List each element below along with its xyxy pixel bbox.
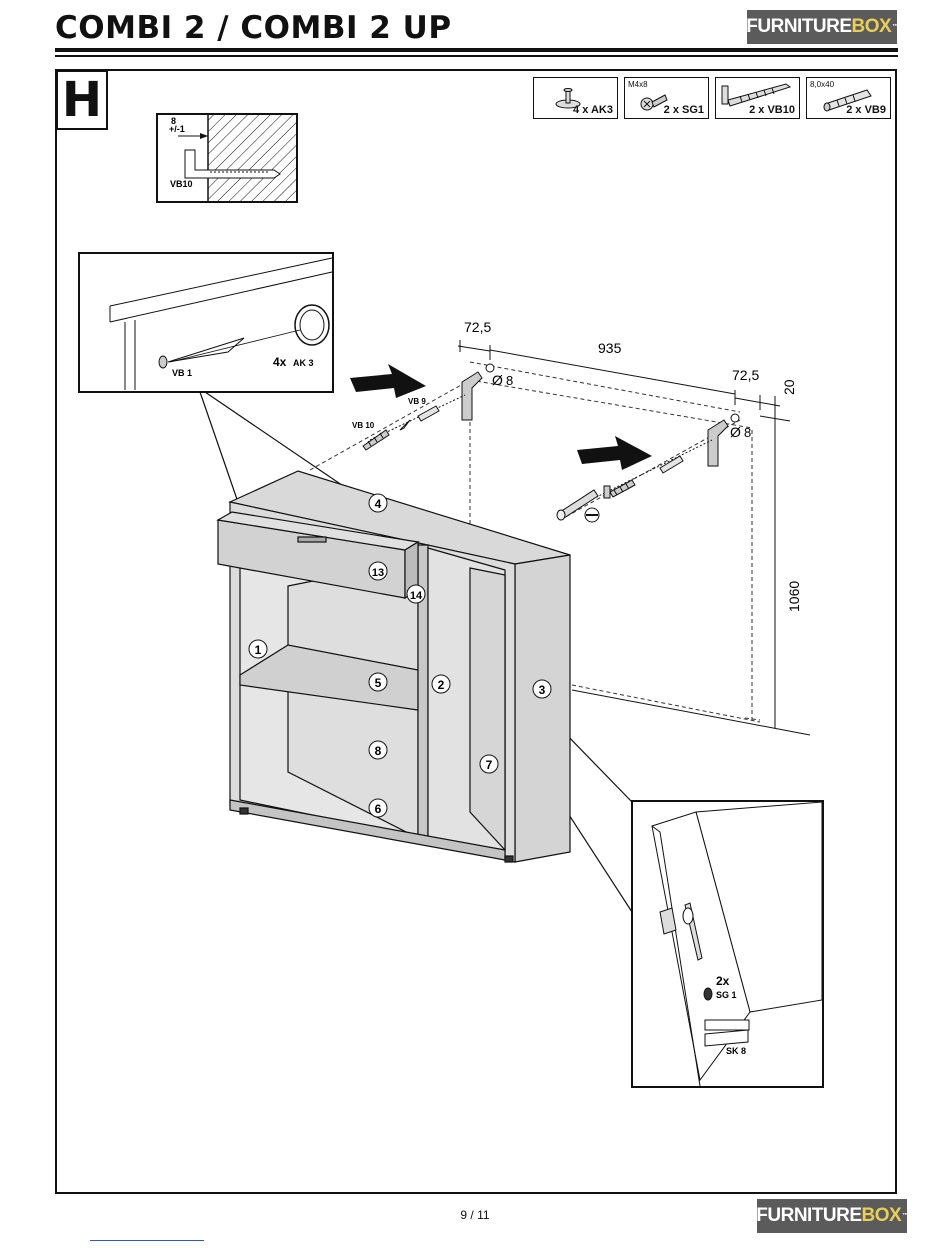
footer-link-underline[interactable]: [90, 1240, 204, 1241]
wall-tolerance: +/-1: [169, 124, 185, 134]
part-vb9-box: 8,0x40 2 x VB9: [806, 77, 891, 119]
hardware-chain-right: [556, 439, 713, 523]
vb9-label: VB 9: [408, 397, 426, 406]
header-rule: [55, 48, 898, 52]
connector-bolt-icon: [721, 83, 792, 107]
hole-right-diameter-symbol: Ø: [730, 424, 741, 440]
hole-left-diameter-symbol: Ø: [492, 372, 503, 388]
brand-name-part2: BOX: [861, 1205, 902, 1226]
vb10-label: VB 10: [352, 421, 375, 430]
part-vb10-box: 2 x VB10: [715, 77, 800, 119]
wall-detail: 8 +/-1 VB10: [156, 113, 298, 203]
part-quantity: 4 x AK3: [573, 104, 613, 116]
glide-count: 4x: [273, 355, 287, 369]
hole-marker-left: [485, 363, 495, 373]
trademark: ™: [892, 24, 898, 30]
floor-line: [571, 689, 811, 736]
panel-8-label: 8: [375, 744, 382, 758]
push-arrow-top: [350, 364, 426, 398]
wall-bracket-left: [461, 371, 483, 421]
part-dimension: 8,0x40: [810, 80, 835, 89]
dim-height: 1060: [786, 581, 802, 612]
hole-left-diameter: 8: [506, 373, 513, 388]
drawer-screw-count: 2x: [716, 974, 730, 988]
panel-3-label: 3: [539, 683, 546, 697]
brand-name-part1: FURNITURE: [746, 16, 852, 37]
panel-1-label: 1: [255, 643, 262, 657]
panel-labels: 1 2 3 4 5 6 7 8 13 14: [248, 493, 552, 818]
part-ak3-box: 4 x AK3: [533, 77, 618, 119]
dim-right-offset: 72,5: [732, 367, 759, 383]
panel-4-label: 4: [375, 497, 382, 511]
trademark: ™: [902, 1213, 908, 1219]
brand-name-part1: FURNITURE: [756, 1205, 862, 1226]
part-quantity: 2 x VB9: [846, 104, 886, 116]
panel-6-label: 6: [375, 802, 382, 816]
hole-marker-right: [730, 413, 740, 423]
dim-top: 20: [781, 379, 797, 395]
brand-name-part2: BOX: [851, 16, 892, 37]
hardware-chain-left: VB 9 VB 10: [352, 394, 466, 451]
screw-icon: [640, 94, 668, 111]
part-quantity: 2 x VB10: [749, 104, 795, 116]
drawer-screw-label: SG 1: [716, 990, 737, 1000]
push-arrow-right: [577, 436, 652, 470]
wall-offset: 8: [171, 116, 176, 126]
panel-2-label: 2: [438, 678, 445, 692]
drawer: [216, 511, 420, 600]
dimension-lines: [457, 340, 791, 728]
part-quantity: 2 x SG1: [663, 104, 704, 116]
glide-foot-icon: [555, 88, 581, 109]
dim-width: 935: [598, 340, 622, 356]
dim-left-offset: 72,5: [464, 319, 491, 335]
panel-7-label: 7: [486, 758, 493, 772]
glide-detail: VB 1 4x AK 3: [78, 252, 334, 393]
wall-part-label: VB10: [170, 179, 193, 189]
drawer-slide-label: SK 8: [726, 1046, 746, 1056]
wall-bracket-right: [707, 419, 729, 467]
hole-right-diameter: 8: [744, 425, 751, 440]
glide-part-label: VB 1: [172, 368, 192, 378]
panel-5-label: 5: [375, 676, 382, 690]
panel-13-label: 13: [372, 567, 384, 579]
cabinet: [228, 470, 571, 863]
glide-label: AK 3: [293, 358, 314, 368]
part-sg1-box: M4x8 2 x SG1: [624, 77, 709, 119]
part-dimension: M4x8: [628, 80, 648, 89]
instruction-frame: [55, 69, 897, 1194]
page-number: 9 / 11: [460, 1208, 490, 1222]
document-title: COMBI 2 / COMBI 2 UP: [55, 10, 452, 46]
step-letter: H: [56, 70, 108, 130]
drawer-detail: 2x SG 1 SK 8: [631, 800, 824, 1088]
panel-14-label: 14: [410, 590, 423, 602]
dowel-sleeve-icon: [823, 89, 872, 112]
header-rule-thin: [55, 55, 898, 57]
